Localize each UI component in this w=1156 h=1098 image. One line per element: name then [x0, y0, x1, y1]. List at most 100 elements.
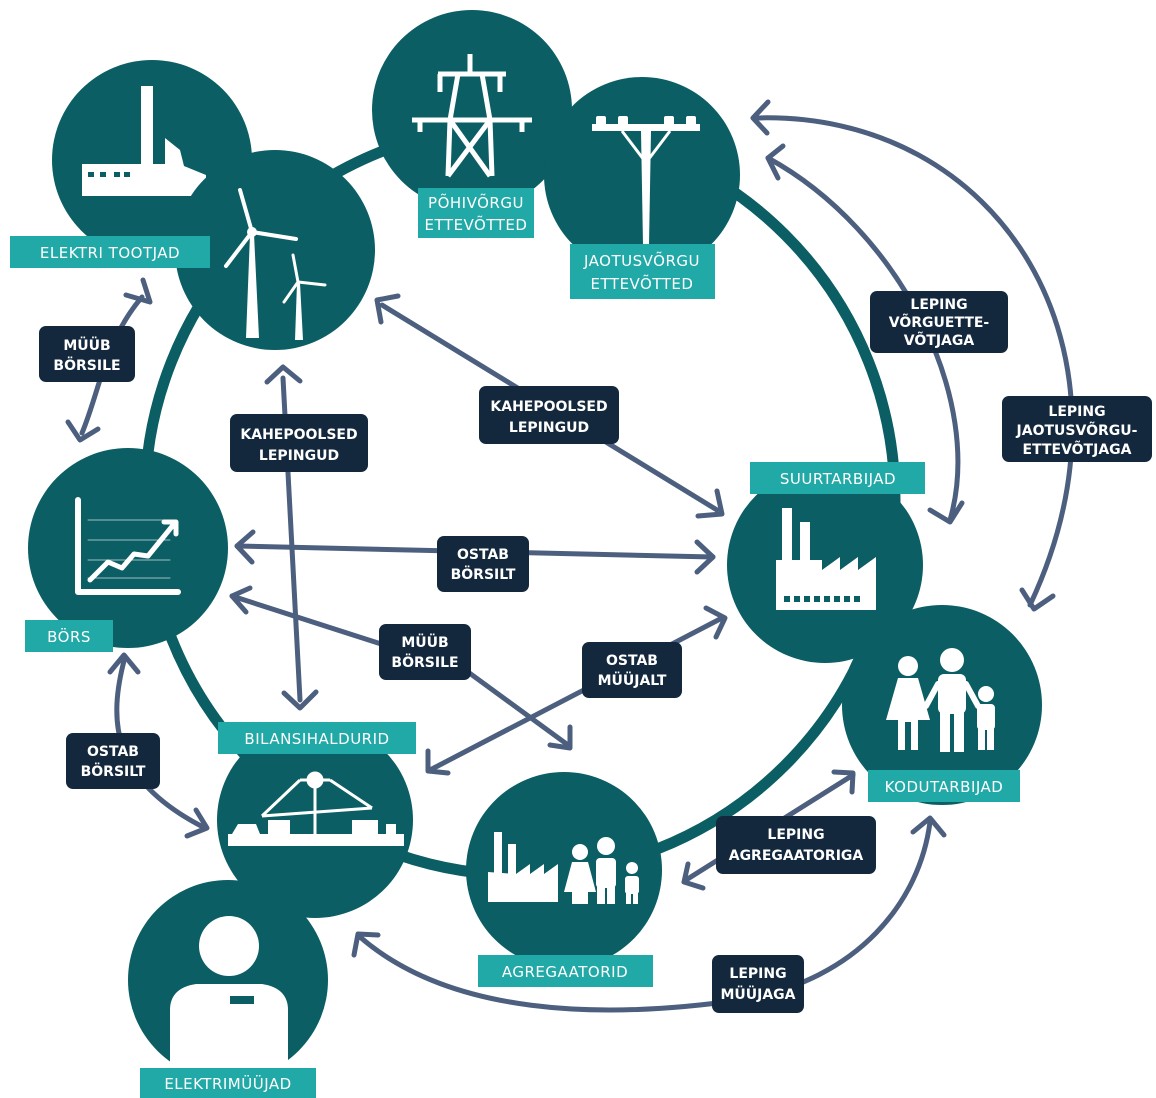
- node-pohivorgu: [372, 10, 572, 210]
- edge-label-leping-vorguettevotjaga: LEPING VÕRGUETTE- VÕTJAGA: [870, 291, 1008, 353]
- label-jaotusvorgu-line1: JAOTUSVÕRGU: [583, 251, 700, 270]
- label-bilansihaldurid: BILANSIHALDURID: [244, 730, 389, 748]
- factory-icon: [82, 86, 206, 196]
- edge-label-leping-jaotusvorgu: LEPING JAOTUSVÕRGU- ETTEVÕTJAGA: [1002, 396, 1152, 462]
- label-box-jaotusvorgu: [570, 244, 715, 299]
- circle: [175, 150, 375, 350]
- svg-text:BÖRSILE: BÖRSILE: [53, 356, 120, 374]
- label-box-elektri-tootjad: [10, 236, 210, 268]
- label-box-bilansihaldurid: [218, 722, 416, 754]
- svg-text:LEPING: LEPING: [910, 297, 967, 313]
- svg-text:BÖRSILT: BÖRSILT: [451, 565, 516, 583]
- node-kodutarbijad: [842, 605, 1042, 805]
- svg-text:LEPING: LEPING: [1048, 404, 1105, 420]
- svg-text:KAHEPOOLSED: KAHEPOOLSED: [490, 399, 607, 415]
- svg-text:JAOTUSVÕRGU-: JAOTUSVÕRGU-: [1016, 421, 1138, 439]
- label-box-pohivorgu: [418, 188, 534, 238]
- node-jaotusvorgu: [544, 77, 740, 273]
- transmission-tower-icon: [412, 54, 532, 178]
- svg-text:LEPING: LEPING: [729, 966, 786, 982]
- label-box-suurtarbijad: [750, 462, 925, 494]
- edge-label-leping-agregaatoriga: LEPING AGREGAATORIGA: [716, 816, 876, 874]
- arrowhead: [681, 861, 706, 891]
- arrowhead: [910, 815, 947, 838]
- label-box-elektrimuujad: [140, 1068, 316, 1098]
- label-box-bors: [25, 620, 113, 652]
- arrowhead: [1019, 587, 1056, 612]
- label-pohivorgu-line1: PÕHIVÕRGU: [428, 193, 524, 212]
- arrowhead: [65, 419, 101, 443]
- svg-text:MÜÜB: MÜÜB: [401, 633, 448, 651]
- svg-text:BÖRSILT: BÖRSILT: [81, 762, 146, 780]
- label-box-kodutarbijad: [868, 770, 1020, 802]
- svg-text:OSTAB: OSTAB: [87, 744, 139, 760]
- svg-text:BÖRSILE: BÖRSILE: [391, 653, 458, 671]
- svg-text:LEPING: LEPING: [767, 827, 824, 843]
- arrowhead: [374, 293, 401, 325]
- node-suurtarbijad: [727, 467, 923, 663]
- node-tuul: [175, 150, 375, 350]
- edge-label-ostab-muujalt: OSTAB MÜÜJALT: [582, 642, 682, 698]
- svg-text:MÜÜJAGA: MÜÜJAGA: [720, 985, 795, 1003]
- wind-turbine-icon: [224, 188, 327, 340]
- label-box-agregaatorid: [478, 955, 653, 987]
- arrowhead: [695, 488, 725, 519]
- factory-family-icon: [488, 832, 639, 904]
- svg-text:MÜÜJALT: MÜÜJALT: [598, 671, 667, 689]
- svg-text:VÕRGUETTE-: VÕRGUETTE-: [889, 313, 990, 331]
- edge-label-ostab-borsilt-2: OSTAB BÖRSILT: [66, 733, 160, 789]
- arrowhead: [694, 539, 716, 575]
- label-suurtarbijad: SUURTARBIJAD: [780, 470, 896, 488]
- label-agregaatorid: AGREGAATORID: [502, 963, 628, 981]
- arrowhead: [264, 364, 303, 385]
- svg-text:OSTAB: OSTAB: [457, 547, 509, 563]
- arrowhead: [547, 724, 573, 751]
- node-agregaatorid: [466, 772, 662, 968]
- arrowhead: [234, 529, 256, 565]
- arrowhead: [123, 277, 153, 305]
- balance-scale-icon: [260, 771, 373, 840]
- node-elektrimuujad: [128, 880, 328, 1080]
- circle: [466, 772, 662, 968]
- label-elektri-tootjad: ELEKTRI TOOTJAD: [40, 244, 180, 262]
- arrowhead: [750, 99, 771, 136]
- edge-label-kahepoolsed-1: KAHEPOOLSED LEPINGUD: [230, 414, 368, 472]
- circle: [727, 467, 923, 663]
- label-pohivorgu-line2: ETTEVÕTTED: [425, 215, 528, 234]
- svg-text:OSTAB: OSTAB: [606, 653, 658, 669]
- edge-label-leping-muujaga: LEPING MÜÜJAGA: [712, 955, 804, 1013]
- svg-text:ETTEVÕTJAGA: ETTEVÕTJAGA: [1023, 440, 1132, 458]
- arrowhead: [107, 652, 141, 675]
- node-bors: [28, 448, 228, 648]
- svg-text:KAHEPOOLSED: KAHEPOOLSED: [240, 427, 357, 443]
- utility-pole-icon: [592, 116, 700, 245]
- industrial-factory-icon: [776, 508, 876, 610]
- edge-label-muub-borsile-2: MÜÜB BÖRSILE: [379, 624, 471, 680]
- circle: [372, 10, 572, 210]
- label-kodutarbijad: KODUTARBIJAD: [885, 778, 1004, 796]
- edge-label-muub-borsile-1: MÜÜB BÖRSILE: [39, 326, 135, 382]
- svg-text:MÜÜB: MÜÜB: [63, 336, 110, 354]
- stock-chart-icon: [75, 497, 181, 595]
- svg-text:LEPINGUD: LEPINGUD: [259, 448, 339, 464]
- svg-text:AGREGAATORIGA: AGREGAATORIGA: [729, 848, 864, 864]
- label-elektrimuujad: ELEKTRIMÜÜJAD: [164, 1074, 291, 1093]
- arrow-leping-jaotusvorgu: [752, 115, 1075, 608]
- label-jaotusvorgu-line2: ETTEVÕTTED: [591, 274, 694, 293]
- svg-text:VÕTJAGA: VÕTJAGA: [904, 331, 975, 349]
- arrowhead: [351, 931, 381, 958]
- arrowhead: [831, 769, 856, 795]
- arrowhead: [927, 500, 965, 525]
- arrowhead: [425, 748, 451, 776]
- node-bilansihaldurid: [217, 722, 413, 918]
- arrowhead: [703, 605, 728, 640]
- family-icon: [886, 648, 995, 752]
- edge-label-ostab-borsilt-1: OSTAB BÖRSILT: [437, 536, 529, 592]
- arrowhead: [281, 689, 319, 711]
- circle: [28, 448, 228, 648]
- arrowhead: [184, 807, 210, 839]
- person-icon: [170, 916, 288, 1075]
- label-bors: BÖRS: [47, 627, 91, 646]
- edge-label-kahepoolsed-2: KAHEPOOLSED LEPINGUD: [479, 386, 619, 444]
